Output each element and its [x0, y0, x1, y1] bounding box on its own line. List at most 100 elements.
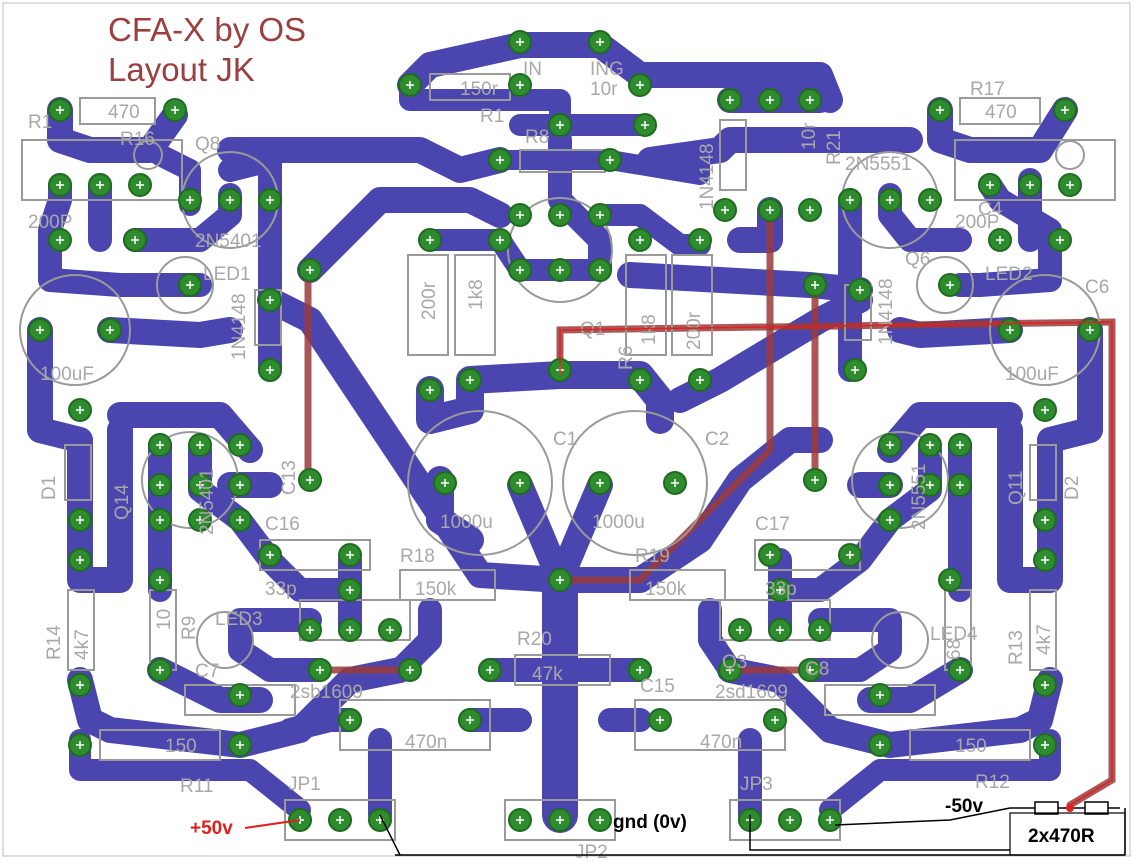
- solder-pad: [588, 258, 612, 282]
- solder-pad: [338, 543, 362, 567]
- solder-pad: [68, 673, 92, 697]
- label-c5-value: 100uF: [40, 364, 94, 385]
- solder-pad: [148, 433, 172, 457]
- solder-pad: [548, 568, 572, 592]
- solder-pad: [878, 473, 902, 497]
- solder-pad: [188, 508, 212, 532]
- solder-pad: [868, 733, 892, 757]
- label-led3: LED3: [215, 609, 263, 630]
- external-wiring: [244, 321, 1126, 856]
- solder-pad: [508, 808, 532, 832]
- solder-pad: [338, 618, 362, 642]
- label-c3-value: 200P: [28, 212, 72, 233]
- label-q14: Q14: [112, 484, 133, 520]
- label-q2-value: 2sb1609: [290, 682, 363, 703]
- solder-pad: [628, 73, 652, 97]
- label-r10-value: 68: [944, 639, 965, 660]
- label-q9-value: 2N5551: [845, 154, 912, 175]
- solder-pad: [763, 708, 787, 732]
- solder-pad: [988, 228, 1012, 252]
- label-r18: R18: [400, 546, 435, 567]
- solder-pad: [258, 543, 282, 567]
- solder-pad: [228, 433, 252, 457]
- solder-pad: [188, 433, 212, 457]
- label-c6: C6: [1085, 277, 1109, 298]
- label-d6: 1N4148: [876, 278, 897, 345]
- solder-pad: [798, 658, 822, 682]
- solder-pad: [713, 198, 737, 222]
- power-ground-label: gnd (0v): [613, 812, 687, 833]
- solder-pad: [458, 708, 482, 732]
- solder-pad: [628, 228, 652, 252]
- solder-pad: [68, 508, 92, 532]
- label-r5-value: 200r: [684, 311, 705, 350]
- solder-pad: [1078, 318, 1102, 342]
- solder-pad: [548, 808, 572, 832]
- solder-pad: [478, 658, 502, 682]
- label-c15: C15: [640, 676, 675, 697]
- label-r17: R17: [970, 79, 1005, 100]
- solder-pad: [488, 148, 512, 172]
- label-led4: LED4: [930, 624, 978, 645]
- solder-pad: [508, 471, 532, 495]
- label-c4-value: 200P: [955, 212, 999, 233]
- solder-pad: [28, 318, 52, 342]
- solder-pad: [1058, 173, 1082, 197]
- solder-pad: [548, 113, 572, 137]
- solder-pad: [588, 808, 612, 832]
- bleeder-resistor-label: 2x470R: [1028, 826, 1095, 847]
- label-c14-value: 470n: [405, 732, 447, 753]
- solder-pad: [458, 368, 482, 392]
- solder-pad: [728, 618, 752, 642]
- solder-pad: [308, 658, 332, 682]
- power-negative-label: -50v: [945, 796, 984, 817]
- solder-pad: [928, 98, 952, 122]
- label-r13-value: 4k7: [1034, 624, 1055, 655]
- solder-pad: [948, 658, 972, 682]
- label-r1: R1: [480, 106, 504, 127]
- label-r20: R20: [517, 629, 552, 650]
- solder-pad: [798, 198, 822, 222]
- label-d5: 1N4148: [229, 293, 250, 360]
- solder-pad: [663, 471, 687, 495]
- solder-pad: [228, 683, 252, 707]
- solder-pad: [843, 358, 867, 382]
- solder-pad: [688, 368, 712, 392]
- solder-pad: [948, 473, 972, 497]
- label-c17: C17: [755, 514, 790, 535]
- solder-pads: [28, 30, 1102, 832]
- solder-pad: [588, 203, 612, 227]
- solder-pad: [548, 258, 572, 282]
- label-q12-value: 2N5551: [909, 463, 930, 530]
- label-c2-value: 1000u: [592, 512, 645, 533]
- label-jp2: JP2: [575, 842, 608, 861]
- solder-pad: [228, 733, 252, 757]
- label-c8: C8: [805, 659, 829, 680]
- solder-pad: [648, 708, 672, 732]
- solder-pad: [178, 188, 202, 212]
- label-c4: C4: [978, 199, 1003, 220]
- solder-pad: [848, 278, 872, 302]
- solder-pad: [918, 473, 942, 497]
- solder-pad: [778, 808, 802, 832]
- solder-pad: [1033, 398, 1057, 422]
- solder-pad: [218, 188, 242, 212]
- solder-pad: [48, 228, 72, 252]
- label-c7: C7: [195, 661, 219, 682]
- solder-pad: [768, 618, 792, 642]
- solder-pad: [508, 258, 532, 282]
- label-jp3: JP3: [740, 774, 773, 795]
- label-q10-value: 2N5401: [197, 468, 218, 535]
- solder-pad: [488, 228, 512, 252]
- solder-pad: [588, 471, 612, 495]
- solder-pad: [628, 368, 652, 392]
- label-ing: ING: [590, 59, 624, 80]
- solder-pad: [818, 808, 842, 832]
- label-q7-value: 2N5401: [195, 231, 262, 252]
- solder-pad: [1033, 508, 1057, 532]
- solder-pad: [418, 378, 442, 402]
- solder-pad: [508, 203, 532, 227]
- solder-pad: [163, 98, 187, 122]
- solder-pad: [508, 73, 532, 97]
